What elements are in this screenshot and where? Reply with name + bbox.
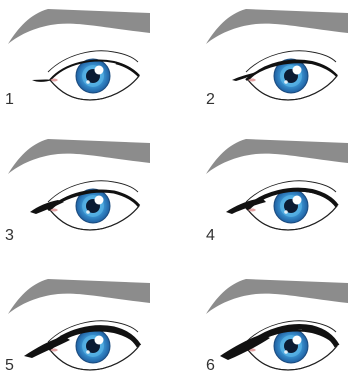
step-number-6: 6: [206, 357, 215, 374]
panel-step-5: 5: [5, 279, 150, 374]
eye-with-eyeliner-step-6-icon: [220, 321, 337, 370]
eye-with-eyeliner-step-3-icon: [30, 181, 139, 230]
eye-with-eyeliner-step-5-icon: [24, 321, 139, 370]
eyebrow-5: [8, 279, 150, 314]
eyebrow-3: [8, 139, 150, 174]
step-number-2: 2: [206, 91, 215, 108]
step-number-5: 5: [5, 357, 14, 374]
step-number-3: 3: [5, 227, 14, 244]
panel-step-2: 2: [206, 9, 348, 108]
step-number-4: 4: [206, 227, 215, 244]
eyebrow-6: [206, 279, 348, 314]
panel-step-3: 3: [5, 139, 150, 244]
eyebrow-4: [206, 139, 348, 174]
step-number-1: 1: [5, 91, 14, 108]
eye-with-eyeliner-step-1-icon: [32, 51, 139, 100]
eyebrow-1: [8, 9, 150, 44]
panel-step-4: 4: [206, 139, 348, 244]
panel-step-1: 1: [5, 9, 150, 108]
eyebrow-2: [206, 9, 348, 44]
eye-with-eyeliner-step-4-icon: [226, 181, 337, 230]
eye-with-eyeliner-step-2-icon: [232, 51, 337, 100]
panel-step-6: 6: [206, 279, 348, 374]
